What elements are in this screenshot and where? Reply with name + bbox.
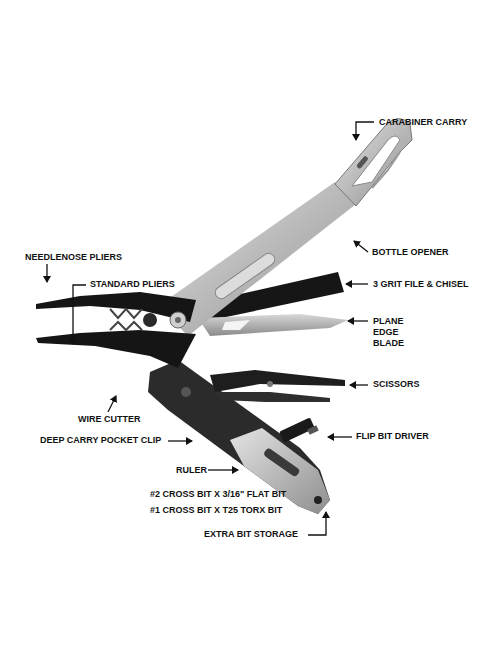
part-label: FLIP BIT DRIVER: [356, 431, 429, 442]
part-label: SCISSORS: [373, 379, 420, 390]
pliers: [36, 292, 196, 368]
part-label: PLANE EDGE BLADE: [373, 316, 429, 349]
upper-handle: [158, 118, 412, 336]
scissors: [210, 370, 345, 402]
part-label: #1 CROSS BIT X T25 TORX BIT: [150, 505, 282, 516]
part-label: NEEDLENOSE PLIERS: [25, 252, 122, 263]
part-label: EXTRA BIT STORAGE: [204, 529, 298, 540]
part-label: BOTTLE OPENER: [372, 247, 449, 258]
flip-bit-driver: [279, 417, 319, 442]
part-label: #2 CROSS BIT X 3/16" FLAT BIT: [150, 489, 286, 500]
leader-lines: [47, 122, 374, 535]
part-label: WIRE CUTTER: [78, 414, 141, 425]
part-label: 3 GRIT FILE & CHISEL: [373, 279, 469, 290]
part-label: RULER: [176, 465, 207, 476]
part-label: CARABINER CARRY: [379, 117, 467, 128]
part-label: DEEP CARRY POCKET CLIP: [40, 435, 161, 446]
part-label: STANDARD PLIERS: [90, 279, 175, 290]
